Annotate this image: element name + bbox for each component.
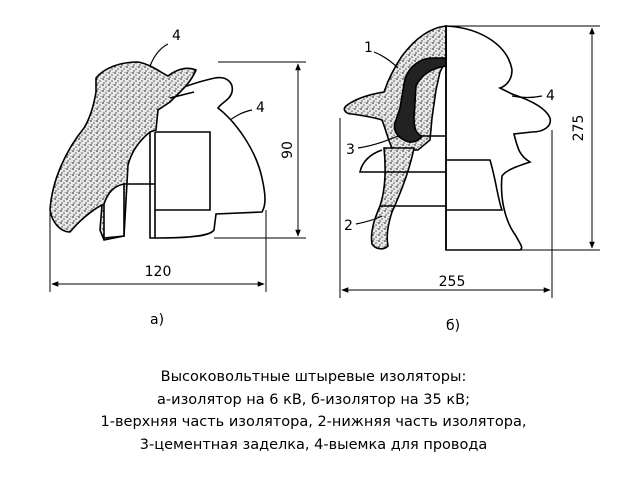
callout-b-3: 3	[346, 142, 355, 158]
dim-b-height: 275	[571, 115, 587, 142]
insulator-b-cement	[393, 57, 447, 143]
dim-a-width: 120	[145, 264, 172, 280]
dim-b-width: 255	[439, 274, 466, 290]
caption-line-4: 3-цементная заделка, 4-выемка для провод…	[139, 436, 488, 453]
insulator-b-section	[343, 25, 447, 151]
caption-line-2: а-изолятор на 6 кВ, б-изолятор на 35 кВ;	[157, 391, 470, 408]
caption-line-1: Высоковольтные штыревые изоляторы:	[160, 369, 467, 385]
dim-a-height: 90	[280, 141, 296, 159]
callout-b-4: 4	[546, 88, 555, 104]
callout-lines-a	[149, 43, 253, 121]
sublabel-b: б)	[446, 318, 460, 334]
insulator-b	[343, 25, 552, 251]
insulator-a	[49, 61, 266, 241]
figure-caption: Высоковольтные штыревые изоляторы: а-изо…	[0, 366, 627, 456]
callout-b-2: 2	[344, 218, 353, 234]
dimensions-a	[49, 61, 306, 292]
caption-line-3: 1-верхняя часть изолятора, 2-нижняя част…	[100, 414, 527, 430]
callout-lines-b	[355, 51, 543, 225]
callout-a-4-top: 4	[172, 28, 181, 44]
insulator-b-skirt	[370, 147, 415, 250]
callout-a-4-right: 4	[256, 100, 265, 116]
dimensions-b	[339, 25, 600, 298]
callout-b-1: 1	[364, 40, 373, 56]
insulator-b-outline	[445, 25, 552, 251]
sublabel-a: а)	[150, 312, 164, 328]
insulator-a-section	[49, 61, 198, 241]
insulator-a-outline	[149, 76, 266, 239]
insulator-diagram: 4 4 120 90 а) 1 4 3 2 255 275 б)	[49, 25, 600, 334]
insulator-a-socket	[103, 183, 125, 239]
